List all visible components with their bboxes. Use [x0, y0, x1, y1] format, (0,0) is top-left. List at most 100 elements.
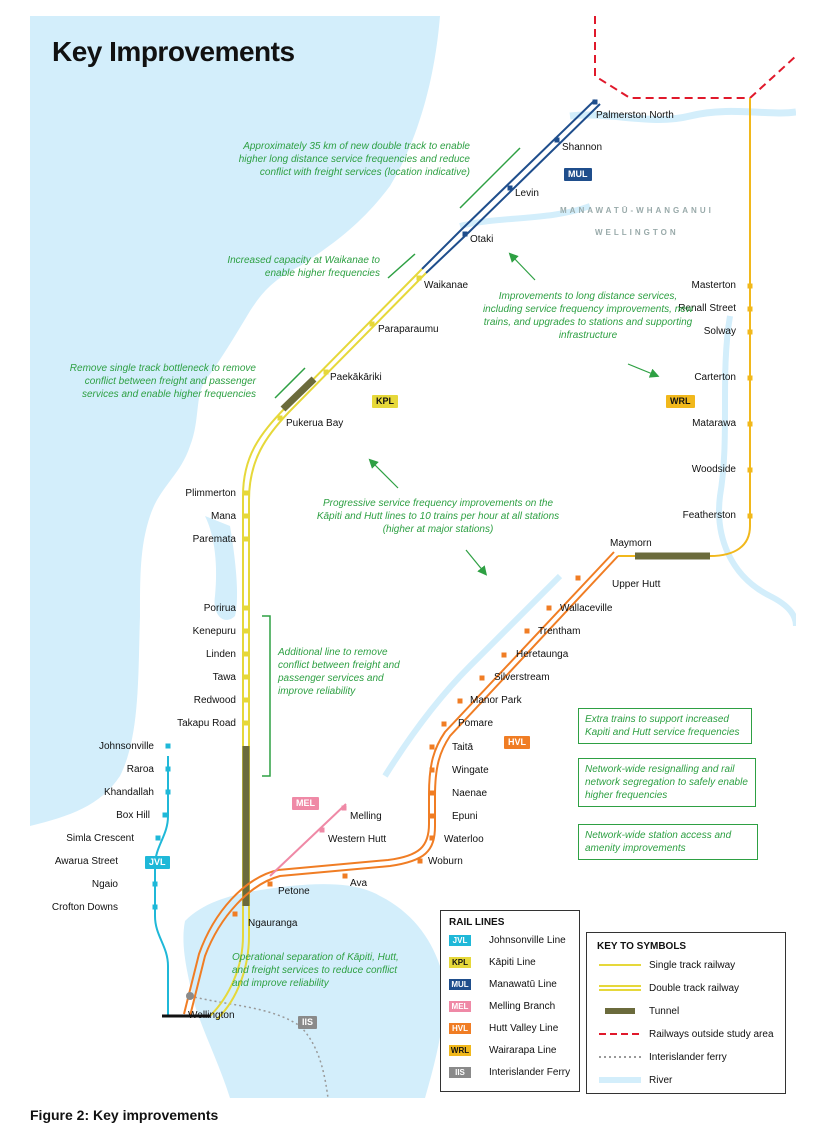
- symbol-double-track: Double track railway: [649, 983, 740, 994]
- station-matarawa: Matarawa: [692, 418, 736, 429]
- station-marker: [747, 375, 753, 381]
- rail-line-legend-name: Wairarapa Line: [489, 1045, 557, 1057]
- page-title: Key Improvements: [52, 36, 295, 67]
- station-crofton-downs: Crofton Downs: [51, 902, 118, 913]
- station-awarua-street: Awarua Street: [54, 856, 118, 867]
- station-solway: Solway: [703, 326, 736, 337]
- station-marker: [152, 881, 158, 887]
- map-frame: Key Improvements MANAWATŪ-WHANGANUI WELL…: [30, 16, 796, 1098]
- station-paremata: Paremata: [192, 534, 236, 545]
- station-marker: [232, 911, 238, 917]
- tasman-sea: [30, 16, 440, 826]
- station-marker: [369, 321, 375, 327]
- kpl-line: [209, 268, 427, 1020]
- station-pomare: Pomare: [458, 718, 494, 729]
- station-marker: [162, 812, 168, 818]
- station-marker: [243, 697, 249, 703]
- station-wellington: Wellington: [188, 1010, 235, 1021]
- station-western-hutt: Western Hutt: [328, 834, 387, 845]
- badge-mel: MEL: [292, 797, 319, 810]
- station-marker: [457, 698, 463, 704]
- station-takapu-road: Takapu Road: [177, 718, 236, 729]
- station-box-hill: Box Hill: [116, 810, 150, 821]
- station-marker: [429, 767, 435, 773]
- rail-line-legend-badge: MUL: [449, 979, 471, 990]
- station-johnsonville: Johnsonville: [98, 741, 154, 752]
- station-woburn: Woburn: [428, 856, 463, 867]
- symbols-legend-swatches: [599, 964, 641, 1083]
- station-marker: [429, 744, 435, 750]
- station-maymorn: Maymorn: [610, 538, 652, 549]
- station-petone: Petone: [278, 886, 310, 897]
- info-box-station-access: Network-wide station access and amenity …: [578, 824, 758, 860]
- station-palmerston-north: Palmerston North: [596, 110, 674, 121]
- symbol-outside: Railways outside study area: [649, 1029, 774, 1040]
- station-marker: [429, 790, 435, 796]
- station-taita: Taitā: [452, 742, 474, 753]
- manawatu-river: [569, 107, 796, 124]
- symbol-ferry: Interislander ferry: [649, 1052, 727, 1063]
- station-marker: [165, 789, 171, 795]
- hvl-line: [183, 551, 619, 1017]
- station-marker: [165, 743, 171, 749]
- station-kenepuru: Kenepuru: [192, 626, 236, 637]
- station-marker: [243, 536, 249, 542]
- station-plimmerton: Plimmerton: [185, 488, 236, 499]
- station-khandallah: Khandallah: [103, 787, 154, 798]
- station-marker: [243, 720, 249, 726]
- annotation-waikanae: Increased capacity at Waikanae to enable…: [227, 255, 380, 279]
- station-featherston: Featherston: [682, 510, 736, 521]
- wrl-line: [618, 98, 751, 557]
- station-marker: [747, 329, 753, 335]
- rail-line-legend-badge: WRL: [449, 1045, 471, 1056]
- station-marker: [243, 674, 249, 680]
- badge-hvl: HVL: [504, 736, 530, 749]
- station-renall-street: Renall Street: [678, 303, 736, 314]
- station-marker: [243, 490, 249, 496]
- station-marker: [507, 185, 513, 191]
- ruamahanga-river: [716, 315, 796, 627]
- station-redwood: Redwood: [193, 695, 236, 706]
- rail-network-map: [30, 16, 796, 1098]
- station-marker: [155, 835, 161, 841]
- station-marker: [747, 513, 753, 519]
- station-marker: [319, 827, 325, 833]
- annotation-separation: Operational separation of Kāpiti, Hutt, …: [232, 952, 399, 989]
- station-marker: [524, 628, 530, 634]
- otaki-river: [459, 203, 592, 229]
- symbols-legend: KEY TO SYMBOLS Single track railway Doub…: [586, 932, 786, 1094]
- station-tawa: Tawa: [212, 672, 236, 683]
- station-marker: [267, 881, 273, 887]
- ferry-terminal-marker: [186, 992, 194, 1000]
- station-marker: [243, 651, 249, 657]
- station-paraparaumu: Paraparaumu: [378, 324, 439, 335]
- badge-kpl: KPL: [372, 395, 398, 408]
- station-marker: [277, 415, 283, 421]
- station-carterton: Carterton: [694, 372, 736, 383]
- station-marker: [341, 805, 347, 811]
- annotation-progressive: Progressive service frequency improvemen…: [316, 498, 560, 535]
- symbol-tunnel: Tunnel: [649, 1006, 680, 1017]
- symbol-single-track: Single track railway: [649, 960, 736, 971]
- station-pukerua-bay: Pukerua Bay: [286, 418, 344, 429]
- badge-mul: MUL: [564, 168, 592, 181]
- station-marker: [554, 137, 560, 143]
- station-porirua: Porirua: [203, 603, 236, 614]
- station-wallaceville: Wallaceville: [560, 603, 613, 614]
- badge-iis: IIS: [298, 1016, 318, 1029]
- rail-line-legend-badge: MEL: [449, 1001, 471, 1012]
- station-heretaunga: Heretaunga: [516, 649, 569, 660]
- rail-line-legend-badge: JVL: [449, 935, 471, 946]
- station-otaki: Otaki: [470, 234, 494, 245]
- station-linden: Linden: [205, 649, 236, 660]
- station-marker: [575, 575, 581, 581]
- annotation-brackets: [262, 147, 521, 777]
- station-marker: [323, 369, 329, 375]
- station-upper-hutt: Upper Hutt: [612, 579, 661, 590]
- station-marker: [441, 721, 447, 727]
- station-ngauranga: Ngauranga: [248, 918, 298, 929]
